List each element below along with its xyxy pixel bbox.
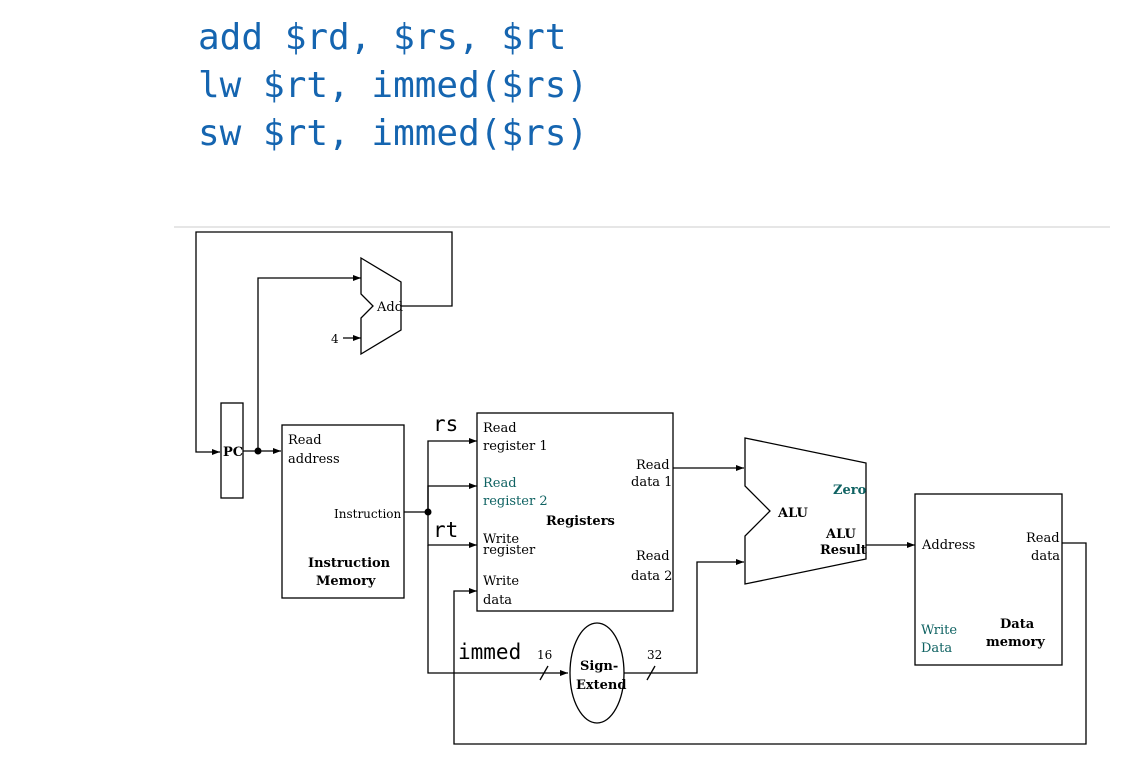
alu-zero-label: Zero [833,483,867,498]
wire-rs [427,438,477,512]
reg-rd1-label-2: data 1 [631,475,672,490]
imem-title-2: Memory [316,574,376,589]
imem-read-label-1: Read [288,433,322,448]
reg-rd2-label-1: Read [636,549,670,564]
reg-rd1-label-1: Read [636,458,670,473]
alu-result-label-1: ALU [825,527,857,542]
adder-label: Add [376,300,403,315]
dmem-write-label-2: Data [921,641,952,656]
instruction-memory [281,424,405,599]
registers-title: Registers [546,514,615,529]
dmem-title-2: memory [986,635,1045,650]
imem-read-label-2: address [288,452,340,467]
wire-writeback [453,542,1087,745]
bus-slash-16 [539,665,549,681]
sign-extend-out-bits: 32 [647,648,662,662]
field-rt-label: rt [433,518,458,542]
data-memory [914,493,1063,666]
dmem-title-1: Data [1000,617,1035,632]
dmem-address-label: Address [921,538,975,553]
sign-extend-label-1: Sign- [580,659,618,674]
adder-unit [360,256,402,356]
reg-rr2-label-1: Read [483,476,517,491]
alu-unit [744,437,867,585]
imem-title-1: Instruction [308,556,391,571]
reg-rr2-label-2: register 2 [483,494,548,509]
instruction-listing: add $rd, $rs, $rt lw $rt, immed($rs) sw … [198,14,588,158]
alu-result-label-2: Result [820,543,867,558]
wire-immed [427,545,568,676]
wire-sign-extend-to-alu [624,559,744,674]
dmem-read-label-1: Read [1026,531,1060,546]
dmem-write-label-1: Write [921,623,957,638]
field-immed-label: immed [458,640,521,664]
register-file [476,412,674,612]
reg-wd-label-1: Write [483,574,519,589]
dmem-read-label-2: data [1031,549,1060,564]
reg-wr-label-1: Write [483,532,519,547]
reg-wd-label-2: data [483,593,512,608]
pc-label: PC [223,445,243,460]
wire-pc-to-adder [257,275,361,451]
reg-wr-label-2: register [483,543,536,558]
reg-rr1-label-2: register 1 [483,439,548,454]
wire-rt [427,483,477,512]
imem-instruction-label: Instruction [334,507,402,521]
constant-four-label: 4 [331,332,339,346]
code-line-sw: sw $rt, immed($rs) [198,113,589,154]
wire-adder-to-pc [195,231,453,455]
alu-label: ALU [777,506,809,521]
sign-extend-in-bits: 16 [537,648,552,662]
field-rs-label: rs [433,412,458,436]
code-line-lw: lw $rt, immed($rs) [198,65,589,106]
reg-rd2-label-2: data 2 [631,569,672,584]
bus-slash-32 [646,665,656,681]
sign-extend-label-2: Extend [576,678,626,693]
reg-rr1-label-1: Read [483,421,517,436]
code-line-add: add $rd, $rs, $rt [198,17,567,58]
